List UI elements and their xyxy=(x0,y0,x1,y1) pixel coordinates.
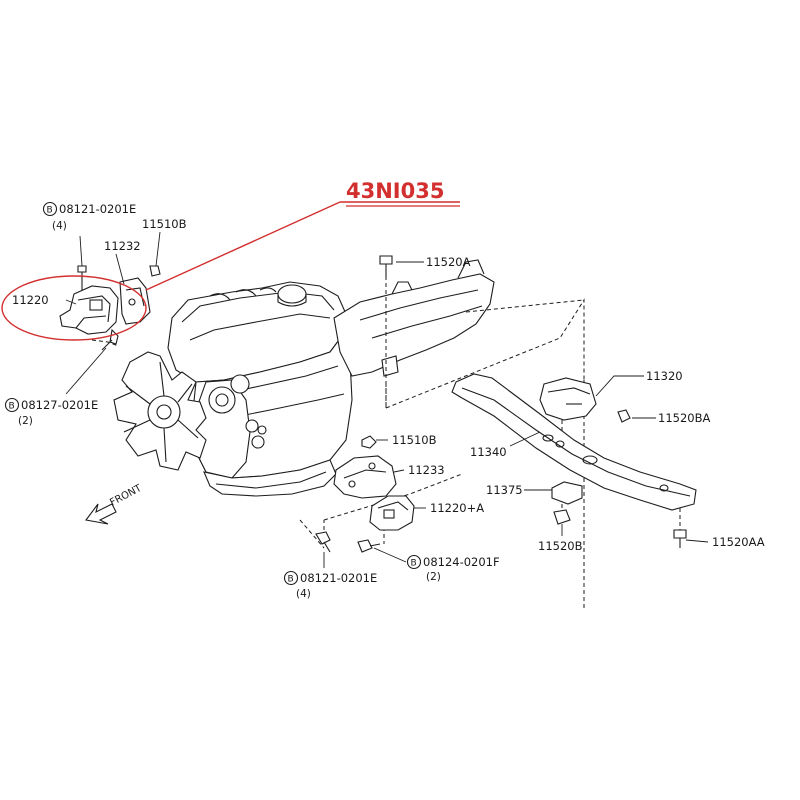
part-number: 11233 xyxy=(408,463,445,477)
part-callout-crossmember-11340[interactable]: 11340 xyxy=(470,445,507,459)
part-number: 11520AA xyxy=(712,535,765,549)
part-number: 11520A xyxy=(426,255,471,269)
highlight-code: 43NI035 xyxy=(346,179,444,203)
highlight-ellipse xyxy=(1,275,147,341)
part-number: 11320 xyxy=(646,369,683,383)
part-number: 11340 xyxy=(470,445,507,459)
bolt-marker: B xyxy=(47,206,53,216)
part-callout-bracket-11233[interactable]: 11233 xyxy=(408,463,445,477)
part-qty: (2) xyxy=(426,571,441,583)
part-callout-bolt-lower-left[interactable]: B 08127-0201E (2) xyxy=(4,397,99,427)
part-callout-bolt-11520a[interactable]: 11520A xyxy=(426,255,471,269)
highlight-callout: 43NI035 xyxy=(1,179,460,341)
part-callout-rear-mount-11320[interactable]: 11320 xyxy=(646,369,683,383)
part-callout-nut-11510b-upper[interactable]: 11510B xyxy=(142,217,187,231)
part-number: 11510B xyxy=(392,433,437,447)
part-qty: (4) xyxy=(52,220,67,232)
part-callout-bracket-11232[interactable]: 11232 xyxy=(104,239,141,253)
part-number: 08127-0201E xyxy=(21,398,98,412)
right-engine-mount-group xyxy=(315,435,415,553)
part-number: 08124-0201F xyxy=(423,555,500,569)
transmission-assembly xyxy=(333,259,495,377)
leader-lines xyxy=(65,231,709,568)
front-label: FRONT xyxy=(108,482,144,508)
part-callout-insulator-11220[interactable]: 11220 xyxy=(12,293,49,307)
front-arrow-icon xyxy=(85,503,117,525)
part-callout-bolt-bottom-right[interactable]: B 08124-0201F (2) xyxy=(406,554,500,583)
part-number: 11220 xyxy=(12,293,49,307)
part-qty: (4) xyxy=(296,588,311,600)
bolt-marker: B xyxy=(411,559,417,569)
bolt-marker: B xyxy=(9,402,15,412)
part-number: 11520BA xyxy=(658,411,710,425)
part-number: 11232 xyxy=(104,239,141,253)
bolt-marker: B xyxy=(288,575,294,585)
part-qty: (2) xyxy=(18,415,33,427)
part-number: 08121-0201E xyxy=(59,202,136,216)
engine-assembly xyxy=(167,281,353,497)
part-labels: B 08121-0201E (4) 11510B 11232 11220 B 0… xyxy=(4,201,765,600)
transmission-crossmember xyxy=(379,255,697,548)
highlight-pointer-line xyxy=(145,201,341,291)
part-callout-plate-11375[interactable]: 11375 xyxy=(486,483,523,497)
part-callout-bolt-upper-left[interactable]: B 08121-0201E (4) xyxy=(42,201,137,232)
part-callout-nut-11520b[interactable]: 11520B xyxy=(538,539,583,553)
part-number: 11220+A xyxy=(430,501,484,515)
part-number: 11520B xyxy=(538,539,583,553)
left-engine-mount-group xyxy=(59,265,161,351)
part-number: 11375 xyxy=(486,483,523,497)
part-callout-bolt-bottom-left[interactable]: B 08121-0201E (4) xyxy=(283,570,378,600)
part-callout-nut-11510b-lower[interactable]: 11510B xyxy=(392,433,437,447)
part-callout-bolt-11520aa[interactable]: 11520AA xyxy=(712,535,765,549)
part-callout-insulator-11220a[interactable]: 11220+A xyxy=(430,501,484,515)
part-callout-nut-11520ba[interactable]: 11520BA xyxy=(658,411,710,425)
part-number: 08121-0201E xyxy=(300,571,377,585)
part-number: 11510B xyxy=(142,217,187,231)
cooling-fan xyxy=(113,351,207,471)
front-direction-indicator: FRONT xyxy=(85,482,144,525)
